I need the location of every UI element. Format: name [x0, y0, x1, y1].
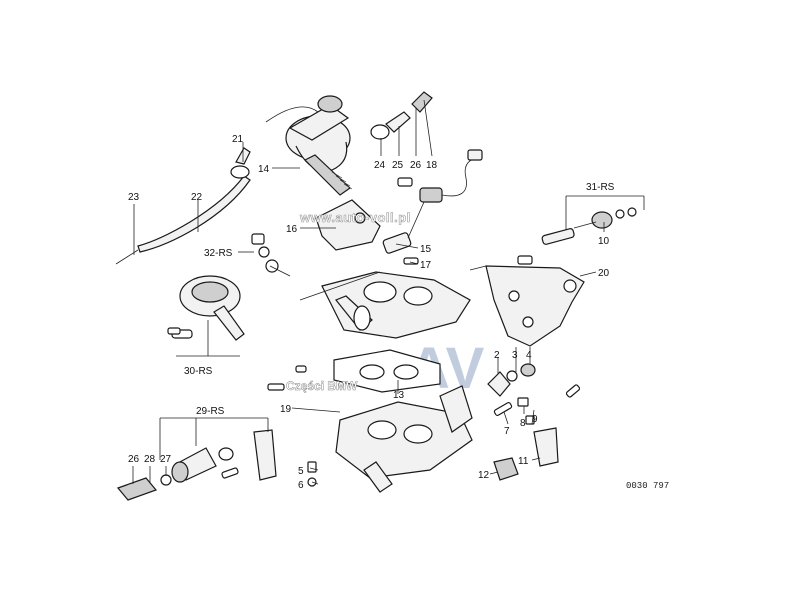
- callout-24: 24: [374, 160, 386, 171]
- callout-29rs: 29-RS: [196, 406, 225, 417]
- callout-5: 5: [298, 466, 304, 477]
- callout-16: 16: [286, 224, 298, 235]
- callout-18: 18: [426, 160, 438, 171]
- mounting-bracket-20: [485, 255, 585, 347]
- bolt-small: [295, 365, 307, 373]
- clip-12: [493, 457, 519, 481]
- callout-20: 20: [598, 268, 610, 279]
- callout-27: 27: [160, 454, 172, 465]
- callout-13: 13: [393, 390, 405, 401]
- callout-26-top: 26: [410, 160, 422, 171]
- callout-14: 14: [258, 164, 270, 175]
- callout-21: 21: [232, 134, 244, 145]
- linkage-small-parts: [487, 363, 536, 397]
- seal-parts-top: [370, 91, 433, 140]
- callout-3: 3: [512, 350, 518, 361]
- choke-diaphragm-unit: [265, 95, 353, 196]
- gasket-13: [333, 349, 441, 393]
- callout-26-bottom: 26: [128, 454, 140, 465]
- callout-6: 6: [298, 480, 304, 491]
- valve-assembly-29: [116, 429, 277, 501]
- drawing-code: 0030 797: [626, 481, 669, 491]
- bracket-11: [533, 427, 559, 467]
- callout-2: 2: [494, 350, 500, 361]
- callout-30rs: 30-RS: [184, 366, 213, 377]
- callout-7: 7: [504, 426, 510, 437]
- idle-solenoid: [382, 149, 483, 254]
- callout-32rs: 32-RS: [204, 248, 233, 259]
- small-parts-32: [251, 233, 291, 277]
- pulldown-diaphragm-30: [171, 275, 245, 341]
- callout-22: 22: [191, 192, 203, 203]
- callout-19: 19: [280, 404, 292, 415]
- screws-7-8-9: [493, 384, 581, 425]
- callout-15: 15: [420, 244, 432, 255]
- callout-23: 23: [128, 192, 140, 203]
- callout-17: 17: [420, 260, 432, 271]
- cable-assembly: [115, 147, 251, 265]
- callout-9: 9: [532, 414, 538, 425]
- callout-12: 12: [478, 470, 490, 481]
- callout-28: 28: [144, 454, 156, 465]
- watermark-site: www.auto-voll.pl: [299, 210, 411, 225]
- carburetor-upper-body: [321, 271, 471, 339]
- bolt-left: [167, 327, 181, 335]
- watermark-brand: Części BMW: [286, 379, 358, 393]
- callout-25: 25: [392, 160, 404, 171]
- callout-10: 10: [598, 236, 610, 247]
- carburetor-lower-body: [335, 385, 473, 493]
- bolt-19: [267, 383, 285, 391]
- bracket-16: [315, 199, 381, 251]
- screw-17: [403, 257, 419, 265]
- callout-8: 8: [520, 418, 526, 429]
- leader-lines: [133, 99, 645, 485]
- callout-31rs: 31-RS: [586, 182, 615, 193]
- callout-11: 11: [518, 456, 529, 467]
- throttle-linkage-31: [541, 207, 637, 245]
- bolt-top: [397, 177, 413, 187]
- callout-4: 4: [526, 350, 532, 361]
- part-5: [307, 461, 317, 473]
